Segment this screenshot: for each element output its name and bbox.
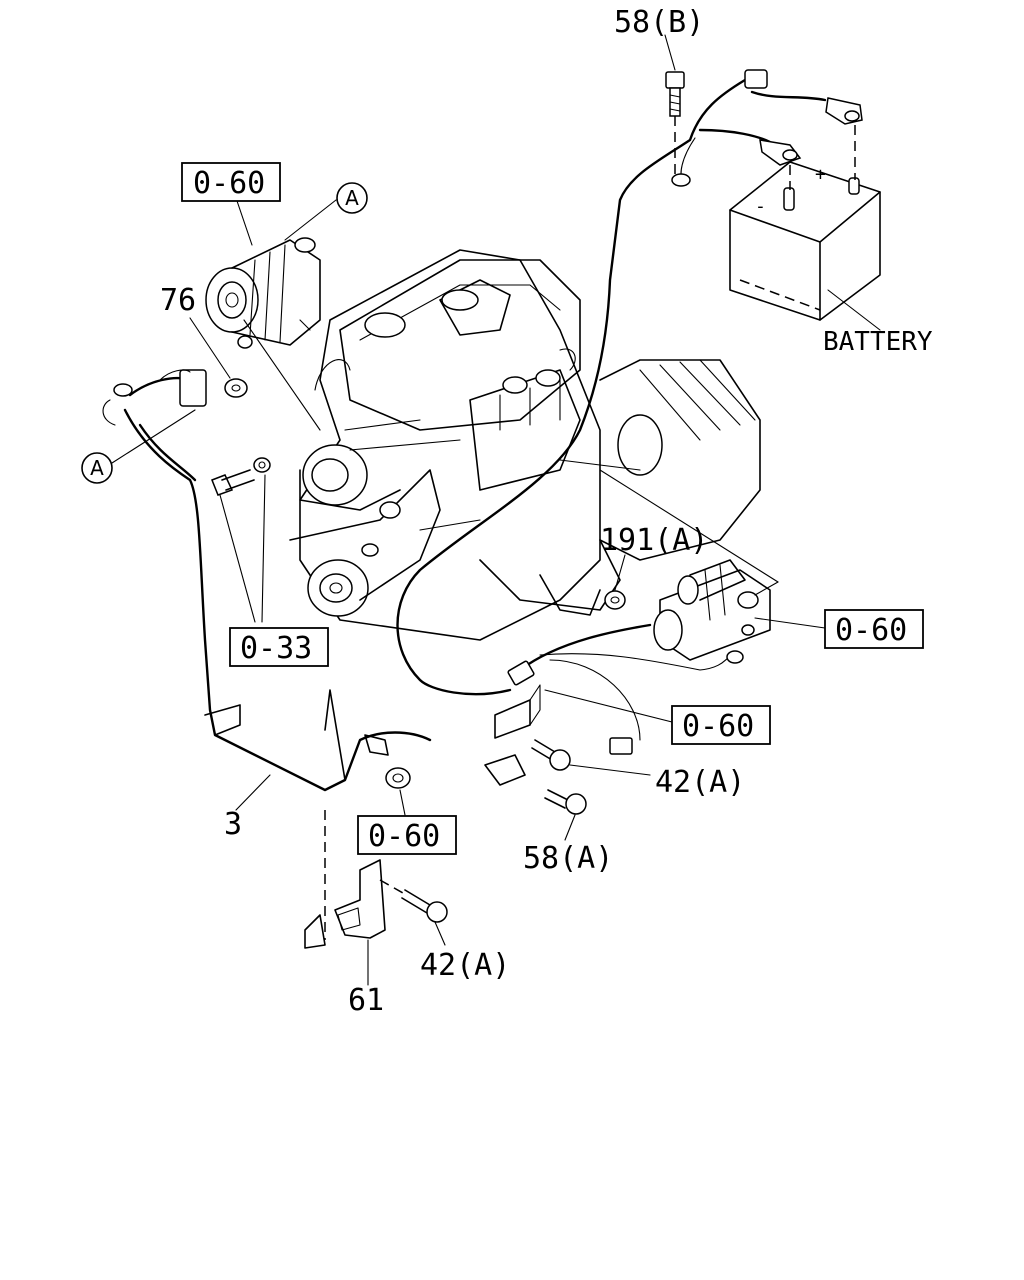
nut-76 [224,378,248,398]
label-58a: 58(A) [523,841,613,876]
label-42a-upper: 42(A) [655,765,745,800]
battery-plus: + [815,164,826,185]
leader-alt-a [284,199,337,241]
alternator [205,237,321,349]
battery-cables [396,69,863,696]
leader-033-a [219,494,256,623]
label-060-starter: 0-60 [835,613,907,648]
label-42a-lower: 42(A) [420,948,510,983]
leader-58b [664,34,676,71]
bracket-mid [484,684,541,786]
label-060-mid: 0-60 [682,709,754,744]
leader-033-b [261,474,266,623]
box-060-mid [671,705,771,745]
box-060-low [357,815,457,855]
leader-42a-upper [569,764,651,776]
leader-76 [189,317,231,379]
leader-a-left [111,409,196,464]
leader-starter [754,617,826,629]
bracket-61 [304,810,386,949]
box-060-alt [181,162,281,202]
label-191a: 191(A) [600,523,708,558]
engine-block [289,249,761,641]
label-060-alt: 0-60 [193,166,265,201]
label-61: 61 [348,983,384,1018]
bolt-0-33 [211,457,271,496]
bolt-42a-lower [379,879,448,923]
leader-starter-corner [754,581,779,596]
leader-3 [235,774,271,811]
label-033: 0-33 [240,631,312,666]
circle-a-top [336,182,368,214]
starter-cables [507,623,744,755]
bolt-58a [544,789,587,815]
circle-a-left [81,452,113,484]
nut-191a [604,590,626,610]
box-033 [229,627,329,667]
label-a-left: A [90,456,104,480]
box-060-starter [824,609,924,649]
leader-alt-engine [243,319,321,431]
leader-battery [827,289,881,331]
harness-3 [102,369,432,792]
label-76: 76 [160,283,196,318]
leader-060-mid [544,689,673,723]
label-060-low: 0-60 [368,819,440,854]
battery [729,161,881,321]
label-battery: BATTERY [823,327,933,357]
starter-motor [653,559,771,661]
leader-58a [564,814,576,841]
label-a-top: A [345,186,359,210]
leader-191a [614,554,626,591]
leader-alt-box [235,197,253,246]
label-58b: 58(B) [614,5,704,40]
battery-minus: - [755,196,766,217]
bolt-58b [665,71,685,175]
leader-060-low [399,789,406,816]
label-3: 3 [224,807,242,842]
leader-starter-engine [599,469,779,583]
bolt-42a-upper [531,739,571,771]
clip-low [364,734,411,789]
leader-42a-lower [434,921,446,946]
